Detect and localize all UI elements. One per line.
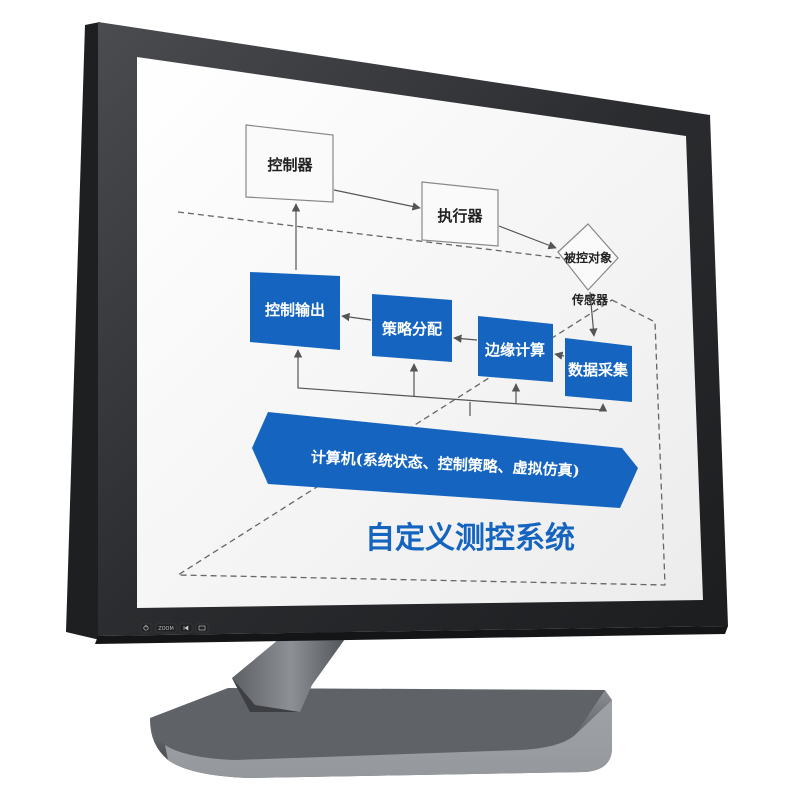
arrow-actuator-object (498, 225, 557, 250)
system-boundary (175, 211, 666, 586)
arrow-daq-edge (554, 351, 565, 360)
zoom-button[interactable] (155, 623, 177, 633)
zoom-label: ZOOM (158, 626, 174, 632)
data-acquisition-label: 数据采集 (568, 361, 629, 379)
actuator-label: 执行器 (437, 207, 483, 225)
stand-neck-shadow (232, 678, 300, 712)
bezel-bottom-edge (95, 626, 728, 644)
data-acquisition-node: 数据采集 (565, 338, 632, 402)
arrow-edge-strategy (453, 334, 478, 343)
controlled-object-label: 被控对象 (564, 250, 612, 265)
monitor-stand (150, 630, 612, 778)
diagram-title: 自定义测控系统 (365, 521, 575, 556)
bezel-side (66, 22, 100, 640)
menu-icon (198, 625, 206, 631)
monitor-buttons: ZOOM (140, 623, 209, 633)
power-button[interactable] (140, 623, 152, 633)
computer-bus (297, 378, 604, 411)
stand-neck (232, 630, 350, 712)
controlled-object-node: 被控对象 (557, 223, 619, 291)
arrow-strategy-output (341, 312, 372, 322)
edge-computing-label: 边缘计算 (484, 341, 545, 359)
control-diagram: 控制器 执行器 被控对象 传感器 控制输出 策略分配 边缘计算 (175, 124, 666, 586)
power-icon (143, 625, 149, 631)
sensor-label: 传感器 (571, 292, 609, 307)
computer-node: 计算机(系统状态、控制策略、虚拟仿真) (252, 412, 638, 508)
actuator-node: 执行器 (421, 181, 499, 247)
menu-button[interactable] (195, 623, 209, 633)
stand-base-rim (165, 700, 612, 778)
edge-computing-node: 边缘计算 (478, 316, 553, 382)
input-icon (183, 625, 189, 631)
control-output-label: 控制输出 (265, 301, 325, 319)
arrow-object-sensor (589, 291, 598, 337)
controller-label: 控制器 (267, 156, 313, 174)
strategy-allocation-label: 策略分配 (381, 320, 442, 338)
arrow-controller-actuator (333, 189, 421, 211)
control-output-node: 控制输出 (250, 272, 340, 350)
strategy-allocation-node: 策略分配 (372, 294, 452, 362)
controller-node: 控制器 (245, 124, 334, 203)
